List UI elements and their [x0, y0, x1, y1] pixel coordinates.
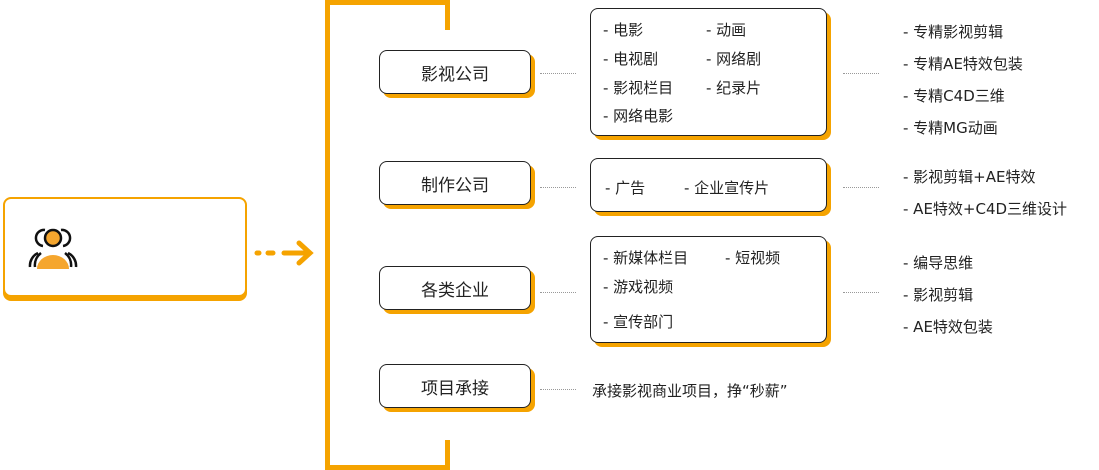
bracket-line — [325, 0, 330, 470]
list-item: - 动画 — [706, 21, 747, 39]
arrow-icon — [254, 240, 314, 266]
skill-item: - 专精C4D三维 — [903, 87, 1005, 105]
connector — [843, 73, 879, 74]
list-item: - 网络电影 — [603, 107, 674, 125]
skill-item: - AE特效包装 — [903, 318, 993, 336]
connector — [843, 187, 879, 188]
category-film-company: 影视公司 — [379, 50, 531, 94]
production-items-box: - 广告 - 企业宣传片 — [590, 158, 827, 212]
skill-item: - 编导思维 — [903, 254, 974, 272]
bracket-top — [325, 0, 450, 5]
projects-note: 承接影视商业项目，挣“秒薪” — [592, 382, 788, 400]
list-item: - 新媒体栏目 — [603, 249, 689, 267]
connector — [540, 389, 576, 390]
list-item: - 网络剧 — [706, 50, 762, 68]
list-item: - 电视剧 — [603, 50, 659, 68]
connector — [540, 292, 576, 293]
skill-item: - 影视剪辑+AE特效 — [903, 168, 1036, 186]
audience-box — [3, 197, 247, 297]
skill-item: - 专精MG动画 — [903, 119, 998, 137]
bracket-bottom-tick — [445, 440, 450, 470]
list-item: - 电影 — [603, 21, 644, 39]
list-item: - 纪录片 — [706, 79, 762, 97]
list-item: - 企业宣传片 — [684, 179, 770, 197]
category-production-company: 制作公司 — [379, 161, 531, 205]
list-item: - 影视栏目 — [603, 79, 674, 97]
connector — [843, 292, 879, 293]
category-projects: 项目承接 — [379, 364, 531, 408]
bracket-top-tick — [445, 0, 450, 30]
enterprise-items-box: - 新媒体栏目 - 短视频 - 游戏视频 - 宣传部门 — [590, 236, 827, 343]
skill-item: - 影视剪辑 — [903, 286, 974, 304]
skill-item: - AE特效+C4D三维设计 — [903, 200, 1068, 218]
film-items-box: - 电影 - 动画 - 电视剧 - 网络剧 - 影视栏目 - 纪录片 - 网络电… — [590, 8, 827, 136]
list-item: - 广告 — [605, 179, 646, 197]
list-item: - 游戏视频 — [603, 278, 674, 296]
connector — [540, 73, 576, 74]
list-item: - 宣传部门 — [603, 313, 674, 331]
bracket-bottom — [325, 465, 450, 470]
skill-item: - 专精影视剪辑 — [903, 23, 1004, 41]
connector — [540, 187, 576, 188]
category-enterprises: 各类企业 — [379, 266, 531, 310]
people-icon — [28, 228, 78, 269]
list-item: - 短视频 — [725, 249, 781, 267]
skill-item: - 专精AE特效包装 — [903, 55, 1023, 73]
